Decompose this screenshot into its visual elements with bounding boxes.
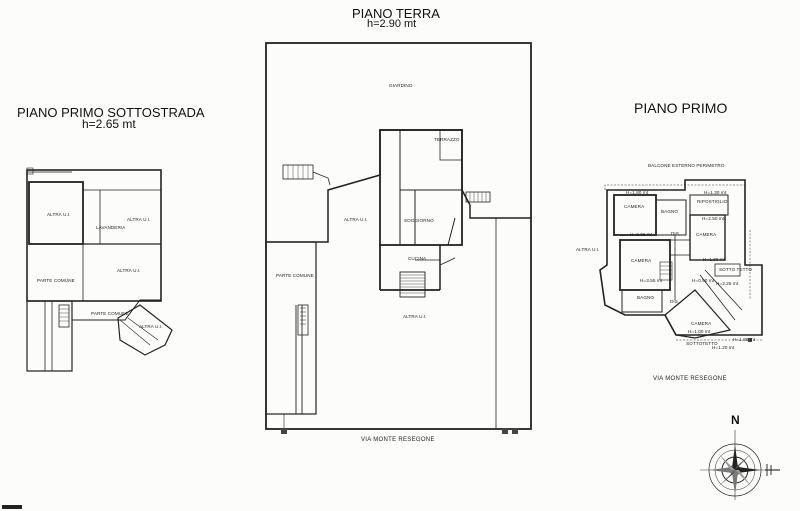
terra-room-giardino: GIARDINO [389,83,413,88]
sottostrada-room-altra-ui-2: ALTRA U.I. [127,217,151,222]
compass-rose [700,430,780,500]
primo-height-3: H=2.50 mt [702,216,725,221]
primo-room-camera-2: CAMERA [696,232,717,237]
primo-height-4: H=2.65 mt [630,232,653,237]
primo-room-balcone: BALCONE ESTERNO PERIMETRO [648,163,725,168]
sottostrada-room-altra-ui-3: ALTRA U.I. [117,268,141,273]
primo-height-8: H=2.25 mt [716,281,739,286]
piano-terra-plan [265,42,532,434]
terra-room-altra-ui-2: ALTRA U.I. [403,314,427,319]
primo-height-6: H=1.80 mt [703,257,726,262]
sottostrada-room-altra-ui-4: ALTRA U.I. [139,324,163,329]
terra-room-altra-ui-1: ALTRA U.I. [344,217,368,222]
terra-room-cucina: CUCINA [408,256,427,261]
primo-height-2: H=1.30 mt [704,190,727,195]
terra-house-core [379,129,463,246]
sottostrada-room-lavanderia: LAVANDERIA [96,225,126,230]
sottostrada-room-parte-comune-1: PARTE COMUNE [37,278,75,283]
primo-room-bagno-2: BAGNO [637,295,655,300]
primo-room-camera-4: CAMERA [691,321,712,326]
primo-title: PIANO PRIMO [634,100,728,116]
primo-height-9: H=1.80 mt [733,337,756,342]
compass-north-label: N [731,413,740,427]
terra-room-terrazzo: TERRAZZO [434,137,460,142]
primo-height-10: H=1.00 mt [688,329,711,334]
primo-room-bagno: BAGNO [661,209,679,214]
primo-room-sottotetto-1: SOTTO TETTO [719,267,753,272]
primo-height-1: H=1.80 mt [626,190,649,195]
primo-height-7: H=0.90 mt [692,278,715,283]
sottostrada-outline [26,169,162,302]
primo-outline [599,179,763,336]
terra-room-parte-comune: PARTE COMUNE [276,273,314,278]
terra-room-soggiorno: SOGGIORNO [404,218,434,223]
primo-street-label: VIA MONTE RESEGONE [653,376,727,382]
primo-room-altra-ui: ALTRA U.I. [576,247,600,252]
terra-parte-comune-area [265,241,317,415]
primo-room-camera-3: CAMERA [631,258,652,263]
sottostrada-room-altra-ui-1: ALTRA U.I. [47,212,71,217]
primo-room-disimpegno: DIS. [671,231,681,236]
sottostrada-height: h=2.65 mt [82,117,136,131]
primo-room-ripostiglio: RIPOSTIGLIO [697,199,728,204]
terra-height: h=2.90 mt [367,18,417,30]
terra-house-outline [266,129,531,243]
primo-height-5: H=3.55 mt [640,278,663,283]
primo-plan [599,179,763,342]
sottostrada-plan [26,167,173,372]
primo-room-dis-2: DIS. [670,299,680,304]
primo-height-11: H=1.20 mt [712,345,735,350]
terra-lot-boundary [265,42,532,430]
sottostrada-room-parte-comune-2: PARTE COMUNE [91,311,129,316]
primo-room-camera-1: CAMERA [624,204,645,209]
sottostrada-title: PIANO PRIMO SOTTOSTRADA [17,105,205,120]
terra-street-label: VIA MONTE RESEGONE [361,437,435,443]
primo-room-sottotetto-2: SOTTOTETTO [686,341,718,346]
terra-title: PIANO TERRA [352,6,440,21]
